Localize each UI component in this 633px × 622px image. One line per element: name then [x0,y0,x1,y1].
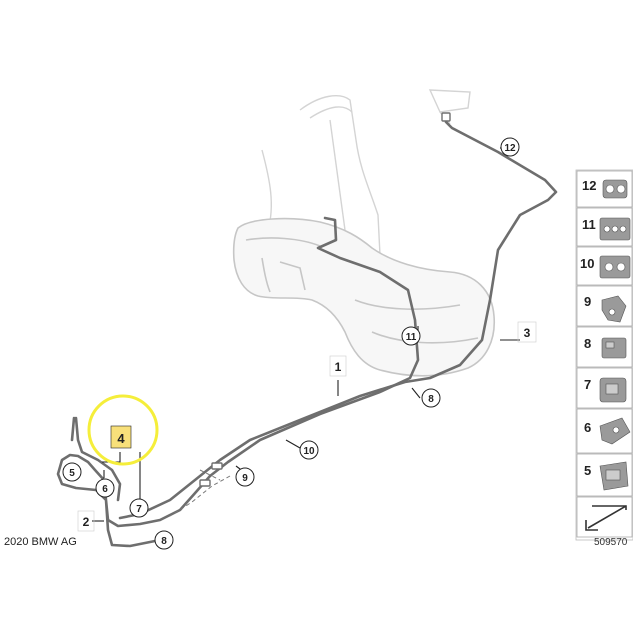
legend-item-5-label: 5 [584,463,591,478]
legend-item-10[interactable]: 10 [576,246,633,286]
reference-number: 509570 [594,537,628,548]
hose-clip-12-icon [602,179,628,199]
connector-block-icon [601,337,627,359]
highlight-box [110,425,132,449]
copyright-notice: 2020 BMW AG [4,536,77,548]
callout-3[interactable]: 3 [517,321,537,343]
callout-5-label: 5 [69,468,75,479]
callout-2-label: 2 [83,515,90,529]
callout-7-label: 7 [136,504,142,515]
callout-4[interactable]: 4 [117,431,125,446]
callout-6-label: 6 [102,484,108,495]
fuel-tank-outline [232,217,496,377]
callout-11[interactable]: 11 [401,326,421,346]
legend-item-12[interactable]: 12 [576,170,633,208]
callout-8-lower[interactable]: 8 [154,530,174,550]
callout-6[interactable]: 6 [95,478,115,498]
legend-item-9[interactable]: 9 [576,285,633,327]
quick-coupling-icon [599,377,627,403]
callout-8-upper[interactable]: 8 [421,388,441,408]
legend-item-10-label: 10 [580,256,594,271]
callout-4-label: 4 [117,431,125,446]
legend-item-6-label: 6 [584,420,591,435]
callout-12[interactable]: 12 [500,137,520,157]
callout-1-label: 1 [335,360,342,374]
legend-item-8-label: 8 [584,336,591,351]
triple-clip-icon [599,217,631,241]
legend-item-11-label: 11 [582,217,596,232]
fuel-line-main [56,120,558,548]
callout-8-upper-label: 8 [428,394,434,405]
highlight-circle [87,394,159,466]
pipe-connectors [199,112,451,487]
parts-legend: 12 11 10 [575,169,633,541]
bracket-icon [599,461,629,491]
legend-footer[interactable] [576,496,633,538]
arrow-down-left-icon [585,505,627,531]
callout-7[interactable]: 7 [129,498,149,518]
legend-item-7-label: 7 [584,377,591,392]
legend-item-7[interactable]: 7 [576,367,633,409]
legend-item-6[interactable]: 6 [576,408,633,454]
callout-3-label: 3 [524,326,531,340]
legend-item-11[interactable]: 11 [576,207,633,247]
callout-11-label: 11 [406,332,417,343]
angled-holder-icon [601,295,627,323]
vapor-line-dashed [169,469,231,517]
callout-9-label: 9 [242,473,248,484]
legend-item-9-label: 9 [584,294,591,309]
callout-10-label: 10 [303,446,315,457]
callout-5[interactable]: 5 [62,462,82,482]
pipe-clip-icon [599,417,631,445]
double-clip-icon [599,255,631,279]
callout-1[interactable]: 1 [329,355,347,377]
callout-8-lower-label: 8 [161,536,167,547]
callout-12-label: 12 [504,143,516,154]
legend-item-5[interactable]: 5 [576,453,633,497]
callout-9[interactable]: 9 [235,467,255,487]
legend-item-12-label: 12 [582,178,596,193]
callout-10[interactable]: 10 [299,440,319,460]
legend-item-8[interactable]: 8 [576,326,633,368]
callout-2[interactable]: 2 [77,510,95,532]
